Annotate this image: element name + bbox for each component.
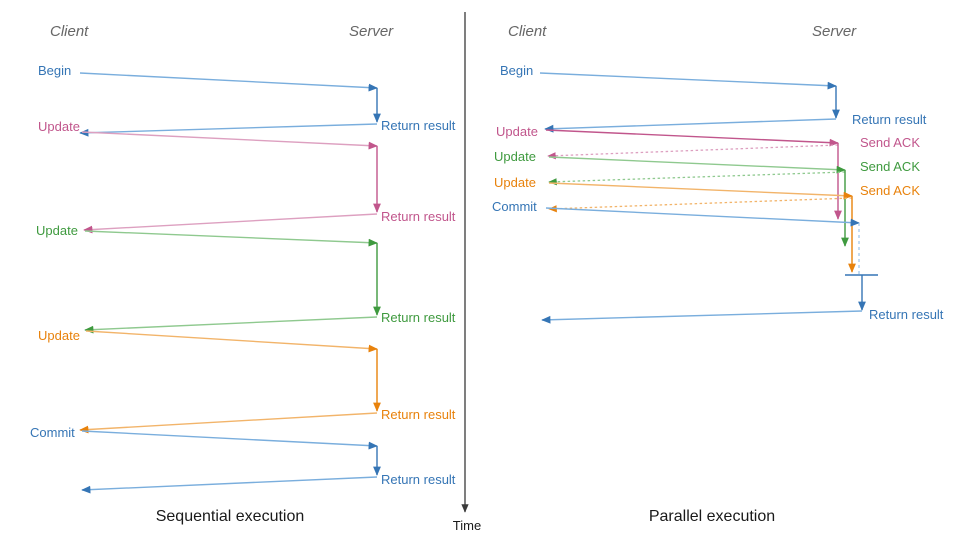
label-update1-request: Update — [496, 124, 538, 139]
actor-label-client: Client — [50, 23, 89, 40]
panel-title-parallel: Parallel execution — [649, 508, 775, 525]
arrow-update2-return[interactable] — [84, 316, 378, 334]
label-commit-return: Return result — [381, 472, 456, 487]
time-axis-label: Time — [453, 518, 481, 533]
label-commit-request: Commit — [30, 425, 75, 440]
label-begin-request: Begin — [500, 63, 533, 78]
arrow-dashed-update1-ack[interactable] — [547, 144, 839, 160]
label-update2-ack-label: Send ACK — [860, 159, 920, 174]
label-update1-ack-label: Send ACK — [860, 135, 920, 150]
arrow-update1-return[interactable] — [83, 213, 378, 234]
label-begin-return: Return result — [381, 118, 456, 133]
arrow-begin-return[interactable] — [544, 118, 837, 133]
label-update3-return: Return result — [381, 407, 456, 422]
arrow-update1-request[interactable] — [545, 129, 839, 147]
arrow-commit-request[interactable] — [545, 207, 860, 227]
arrow-update2-request[interactable] — [548, 156, 846, 174]
actor-label-server: Server — [812, 23, 857, 40]
actor-label-client: Client — [508, 23, 547, 40]
label-update1-request: Update — [38, 119, 80, 134]
label-update2-request: Update — [494, 149, 536, 164]
arrow-dashed-update3-ack[interactable] — [548, 197, 853, 213]
label-update2-return: Return result — [381, 310, 456, 325]
arrow-update3-return[interactable] — [79, 412, 378, 434]
label-commit-return: Return result — [869, 307, 944, 322]
arrow-update3-request[interactable] — [548, 182, 853, 200]
arrow-begin-return[interactable] — [79, 123, 378, 137]
label-update3-request: Update — [494, 175, 536, 190]
label-update3-request: Update — [38, 328, 80, 343]
label-begin-return: Return result — [852, 112, 927, 127]
arrow-commit-return[interactable] — [81, 476, 378, 494]
arrow-begin-request[interactable] — [539, 72, 837, 90]
label-commit-request: Commit — [492, 199, 537, 214]
arrow-commit-request[interactable] — [81, 430, 378, 450]
arrow-commit-return[interactable] — [541, 310, 863, 324]
label-update1-return: Return result — [381, 209, 456, 224]
arrow-dashed-update2-ack[interactable] — [548, 171, 846, 186]
time-axis: Time — [453, 12, 481, 533]
arrow-update1-request[interactable] — [81, 131, 378, 150]
label-update3-ack-label: Send ACK — [860, 183, 920, 198]
panel-title-sequential: Sequential execution — [156, 508, 305, 525]
arrow-update3-request[interactable] — [85, 330, 378, 353]
label-begin-request: Begin — [38, 63, 71, 78]
label-update2-request: Update — [36, 223, 78, 238]
actor-label-server: Server — [349, 23, 394, 40]
arrow-update2-request[interactable] — [84, 230, 378, 247]
arrow-begin-request[interactable] — [79, 72, 378, 92]
